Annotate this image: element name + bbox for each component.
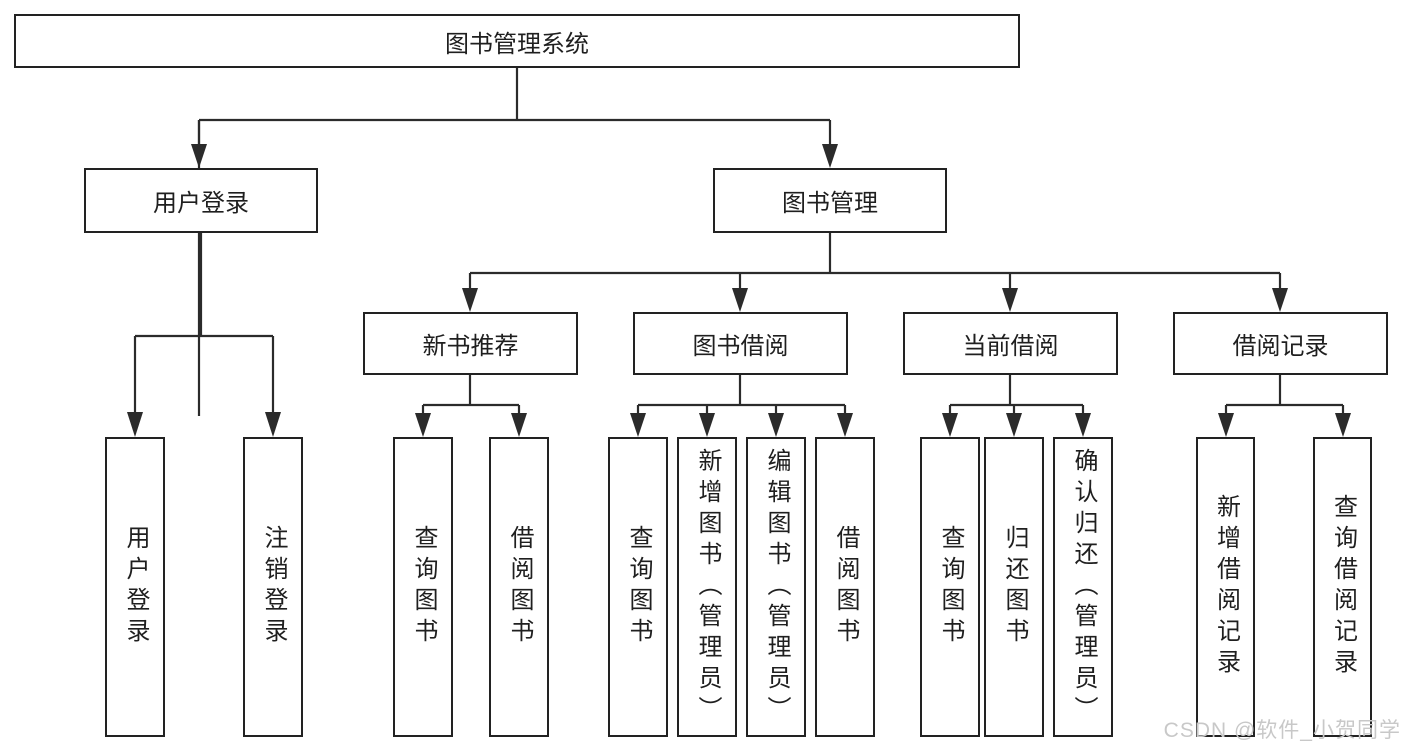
leaf-borrow-books-recommend: 借阅图书	[489, 437, 549, 737]
connector-records-to-leaves	[1218, 375, 1351, 437]
leaf-query-books-borrowing: 查询图书	[608, 437, 668, 737]
leaf-query-books-current: 查询图书	[920, 437, 980, 737]
csdn-watermark: CSDN @软件_小贺同学	[1163, 719, 1401, 742]
connector-userlogin-to-leaves	[127, 233, 281, 437]
connector-borrow-to-leaves	[630, 375, 853, 437]
connector-root-to-level2	[191, 68, 838, 416]
node-book-management: 图书管理	[713, 168, 947, 233]
leaf-confirm-return-admin: 确认归还（管理员）	[1053, 437, 1113, 737]
leaf-query-borrow-record: 查询借阅记录	[1313, 437, 1372, 737]
connector-newbook-to-leaves	[415, 375, 527, 437]
leaf-edit-books-admin: 编辑图书（管理员）	[746, 437, 806, 737]
node-library-system: 图书管理系统	[14, 14, 1020, 68]
leaf-logout: 注销登录	[243, 437, 303, 737]
node-new-book-recommendation: 新书推荐	[363, 312, 578, 375]
leaf-add-borrow-record: 新增借阅记录	[1196, 437, 1255, 737]
leaf-return-books: 归还图书	[984, 437, 1044, 737]
leaf-user-login: 用户登录	[105, 437, 165, 737]
connector-bookmgmt-to-level3	[462, 233, 1288, 312]
connector-current-to-leaves	[942, 375, 1091, 437]
leaf-add-books-admin: 新增图书（管理员）	[677, 437, 737, 737]
node-borrowing-records: 借阅记录	[1173, 312, 1388, 375]
leaf-borrow-books: 借阅图书	[815, 437, 875, 737]
leaf-query-books-recommend: 查询图书	[393, 437, 453, 737]
node-book-borrowing: 图书借阅	[633, 312, 848, 375]
node-user-login: 用户登录	[84, 168, 318, 233]
node-current-borrowing: 当前借阅	[903, 312, 1118, 375]
